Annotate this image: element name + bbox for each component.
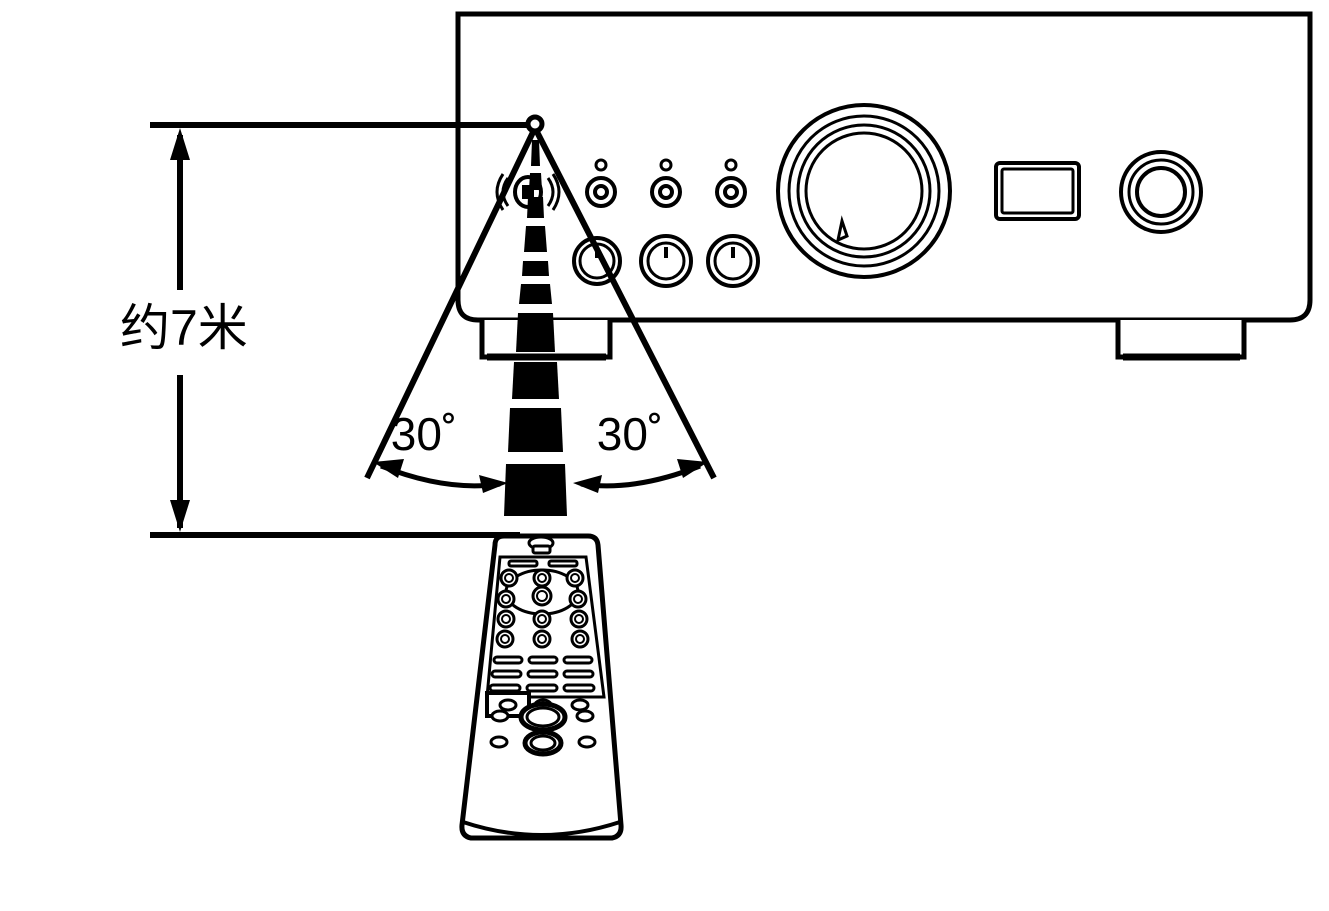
volume-knob[interactable] xyxy=(776,103,952,279)
angle-label-left: 30˚ xyxy=(391,408,457,460)
remote-button-row-3[interactable] xyxy=(496,609,589,629)
control-knob-2[interactable] xyxy=(639,234,693,288)
remote-side-button-left-2[interactable] xyxy=(489,735,509,749)
angle-label-right: 30˚ xyxy=(597,408,663,460)
remote-bottom-curve xyxy=(462,820,621,837)
cone-apex-point xyxy=(525,114,545,134)
remote-control-group xyxy=(459,533,624,841)
panel-button-3[interactable] xyxy=(715,176,747,208)
panel-button-2[interactable] xyxy=(650,176,682,208)
indicator-led-1 xyxy=(594,158,608,172)
amplifier-group xyxy=(455,11,1313,361)
remote-pill-row-1[interactable] xyxy=(492,655,594,665)
panel-button-1[interactable] xyxy=(585,176,617,208)
cone-edge-left xyxy=(364,126,538,480)
remote-pill-row-2[interactable] xyxy=(490,669,595,679)
remote-small-button-3[interactable] xyxy=(570,698,590,712)
remote-button-row-2[interactable] xyxy=(496,585,588,609)
remote-button-row-4[interactable] xyxy=(495,629,590,649)
angle-arrowhead-left-inner xyxy=(479,475,508,493)
amplifier-foot-right xyxy=(1115,320,1247,360)
remote-button-row-1[interactable] xyxy=(499,568,585,588)
remote-side-button-right-2[interactable] xyxy=(577,735,597,749)
volume-knob-pointer xyxy=(835,215,849,243)
remote-side-button-right-1[interactable] xyxy=(575,709,595,723)
ir-beam-blocks xyxy=(504,140,567,516)
angle-annotations: 30˚ 30˚ xyxy=(373,408,708,493)
display-window xyxy=(994,161,1081,221)
remote-top-bar-1[interactable] xyxy=(507,559,539,568)
remote-boxed-button-inner[interactable] xyxy=(498,698,518,712)
indicator-led-2 xyxy=(659,158,673,172)
remote-side-button-left-1[interactable] xyxy=(490,709,510,723)
control-knob-3[interactable] xyxy=(706,234,760,288)
angle-arrowhead-left-outer xyxy=(373,459,404,478)
remote-pill-row-3[interactable] xyxy=(488,683,596,693)
angle-arrowhead-right-inner xyxy=(573,475,602,493)
distance-label: 约7米 xyxy=(120,300,248,356)
dimension-arrowhead-up xyxy=(170,128,190,160)
selector-knob[interactable] xyxy=(1119,150,1203,234)
indicator-led-3 xyxy=(724,158,738,172)
remote-ir-emitter xyxy=(527,535,555,555)
distance-dimension: 约7米 xyxy=(120,122,528,538)
ir-beam-cone xyxy=(364,114,717,480)
remote-large-oval-2[interactable] xyxy=(522,729,564,757)
remote-large-oval-1[interactable] xyxy=(518,701,568,733)
angle-arrowhead-right-outer xyxy=(677,459,708,478)
cone-edge-right xyxy=(532,126,717,480)
remote-top-bar-2[interactable] xyxy=(547,559,579,568)
dimension-arrowhead-down xyxy=(170,500,190,532)
